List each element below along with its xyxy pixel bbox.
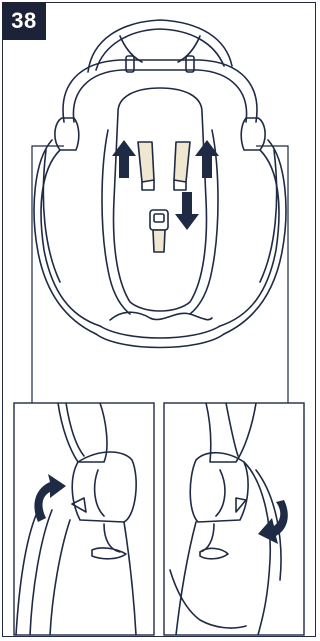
handle-grip-right (185, 55, 195, 73)
handle-hub-left (71, 451, 137, 523)
left-pivot-closeup (15, 403, 137, 635)
handle-pivot-left (54, 117, 80, 151)
handle-pivot-right (240, 117, 266, 151)
arrow-up-icon (112, 140, 136, 178)
arrow-up-icon (195, 140, 219, 178)
car-seat-illustration (33, 19, 287, 349)
fabric-tab-left (91, 547, 127, 560)
crotch-strap (152, 229, 166, 253)
canopy-inner-line (95, 28, 225, 71)
callout-lines (31, 145, 289, 403)
seat-shell-right (219, 149, 280, 327)
harness-strap-left (137, 141, 155, 183)
rotate-arrow-icon (258, 500, 288, 544)
seat-foot-end (95, 333, 225, 349)
page-frame (2, 2, 316, 637)
seat-shell-left (40, 149, 101, 327)
step-number-badge: 38 (2, 2, 46, 40)
arrow-down-icon (175, 192, 199, 230)
canopy-outline (87, 19, 233, 73)
rotate-arrow-icon (34, 474, 66, 522)
harness-strap-right (173, 141, 191, 183)
crotch-buckle (149, 209, 169, 231)
carry-handle (62, 59, 258, 123)
fabric-tab-right (199, 547, 229, 560)
handle-grip-left (125, 55, 135, 73)
seat-pad (112, 87, 208, 312)
handle-hub-right (189, 451, 249, 523)
right-pivot-closeup (169, 403, 282, 635)
